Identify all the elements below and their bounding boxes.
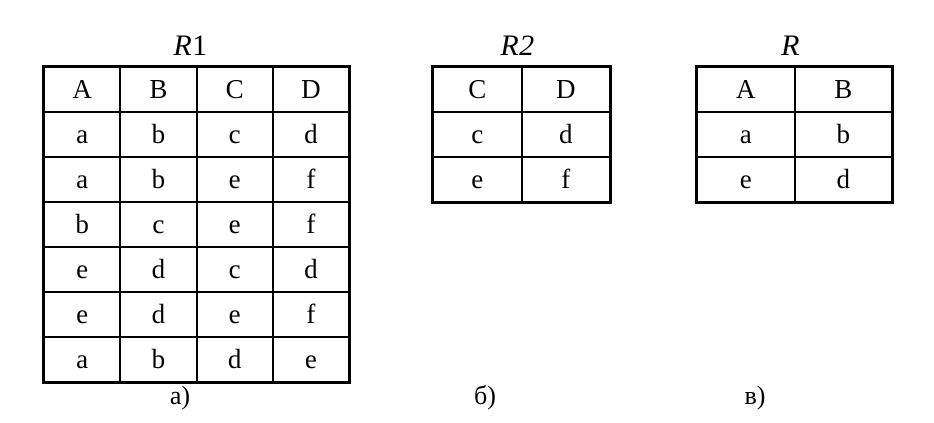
table-cell: d: [271, 246, 351, 293]
table-cell: c: [431, 111, 523, 158]
figure-group-r: R A B a b e d: [695, 29, 894, 204]
table-cell: b: [119, 336, 198, 384]
column-header-a: A: [695, 65, 796, 113]
table-cell: e: [695, 156, 796, 204]
table-cell: a: [42, 156, 122, 203]
table-cell: a: [42, 111, 122, 158]
table-title-r-symbol: R: [781, 29, 800, 62]
table-cell: e: [42, 291, 122, 338]
table-row: e d: [695, 156, 894, 204]
table-cell: e: [195, 156, 274, 203]
table-cell: d: [271, 111, 351, 158]
table-cell: c: [195, 246, 274, 293]
figure-caption-a: а): [169, 381, 191, 410]
table-header-row: A B C D: [42, 65, 351, 113]
column-header-b: B: [793, 65, 894, 113]
column-header-d: D: [520, 65, 612, 113]
table-cell: e: [195, 291, 274, 338]
table-cell: b: [119, 111, 198, 158]
table-row: c d: [431, 111, 612, 158]
table-cell: c: [195, 111, 274, 158]
table-cell: b: [119, 156, 198, 203]
column-header-b: B: [119, 65, 198, 113]
figure-caption-b: б): [474, 381, 496, 410]
figure-group-r1: R1 A B C D a b c d a b e: [42, 29, 351, 384]
relation-table-r2: C D c d e f: [431, 65, 612, 204]
table-title-r1-index: 1: [192, 29, 208, 62]
table-title-r: R: [695, 29, 886, 65]
table-row: a b: [695, 111, 894, 158]
table-cell: d: [195, 336, 274, 384]
table-cell: a: [695, 111, 796, 158]
column-header-c: C: [431, 65, 523, 113]
column-header-c: C: [195, 65, 274, 113]
table-title-r1: R1: [42, 29, 339, 65]
table-title-r1-symbol: R: [173, 29, 193, 62]
column-header-d: D: [271, 65, 351, 113]
table-row: a b e f: [42, 156, 351, 203]
column-header-a: A: [42, 65, 122, 113]
table-cell: f: [271, 201, 351, 248]
table-cell: d: [793, 156, 894, 204]
table-header-row: A B: [695, 65, 894, 113]
table-title-r2: R2: [431, 29, 604, 65]
table-cell: e: [195, 201, 274, 248]
table-row: e f: [431, 156, 612, 204]
table-cell: b: [793, 111, 894, 158]
table-row: a b c d: [42, 111, 351, 158]
table-row: e d c d: [42, 246, 351, 293]
table-cell: e: [42, 246, 122, 293]
table-cell: f: [520, 156, 612, 204]
table-header-row: C D: [431, 65, 612, 113]
table-cell: d: [520, 111, 612, 158]
table-cell: d: [119, 246, 198, 293]
figure-group-r2: R2 C D c d e f: [431, 29, 612, 204]
figure-caption-v: в): [744, 381, 766, 410]
table-cell: e: [431, 156, 523, 204]
relation-table-r1: A B C D a b c d a b e f b: [42, 65, 351, 384]
table-cell: f: [271, 156, 351, 203]
table-row: b c e f: [42, 201, 351, 248]
table-cell: e: [271, 336, 351, 384]
relation-table-r: A B a b e d: [695, 65, 894, 204]
table-cell: b: [42, 201, 122, 248]
table-cell: d: [119, 291, 198, 338]
table-title-r2-symbol: R2: [500, 29, 535, 62]
table-cell: c: [119, 201, 198, 248]
table-cell: f: [271, 291, 351, 338]
table-cell: a: [42, 336, 122, 384]
table-row: a b d e: [42, 336, 351, 384]
table-row: e d e f: [42, 291, 351, 338]
